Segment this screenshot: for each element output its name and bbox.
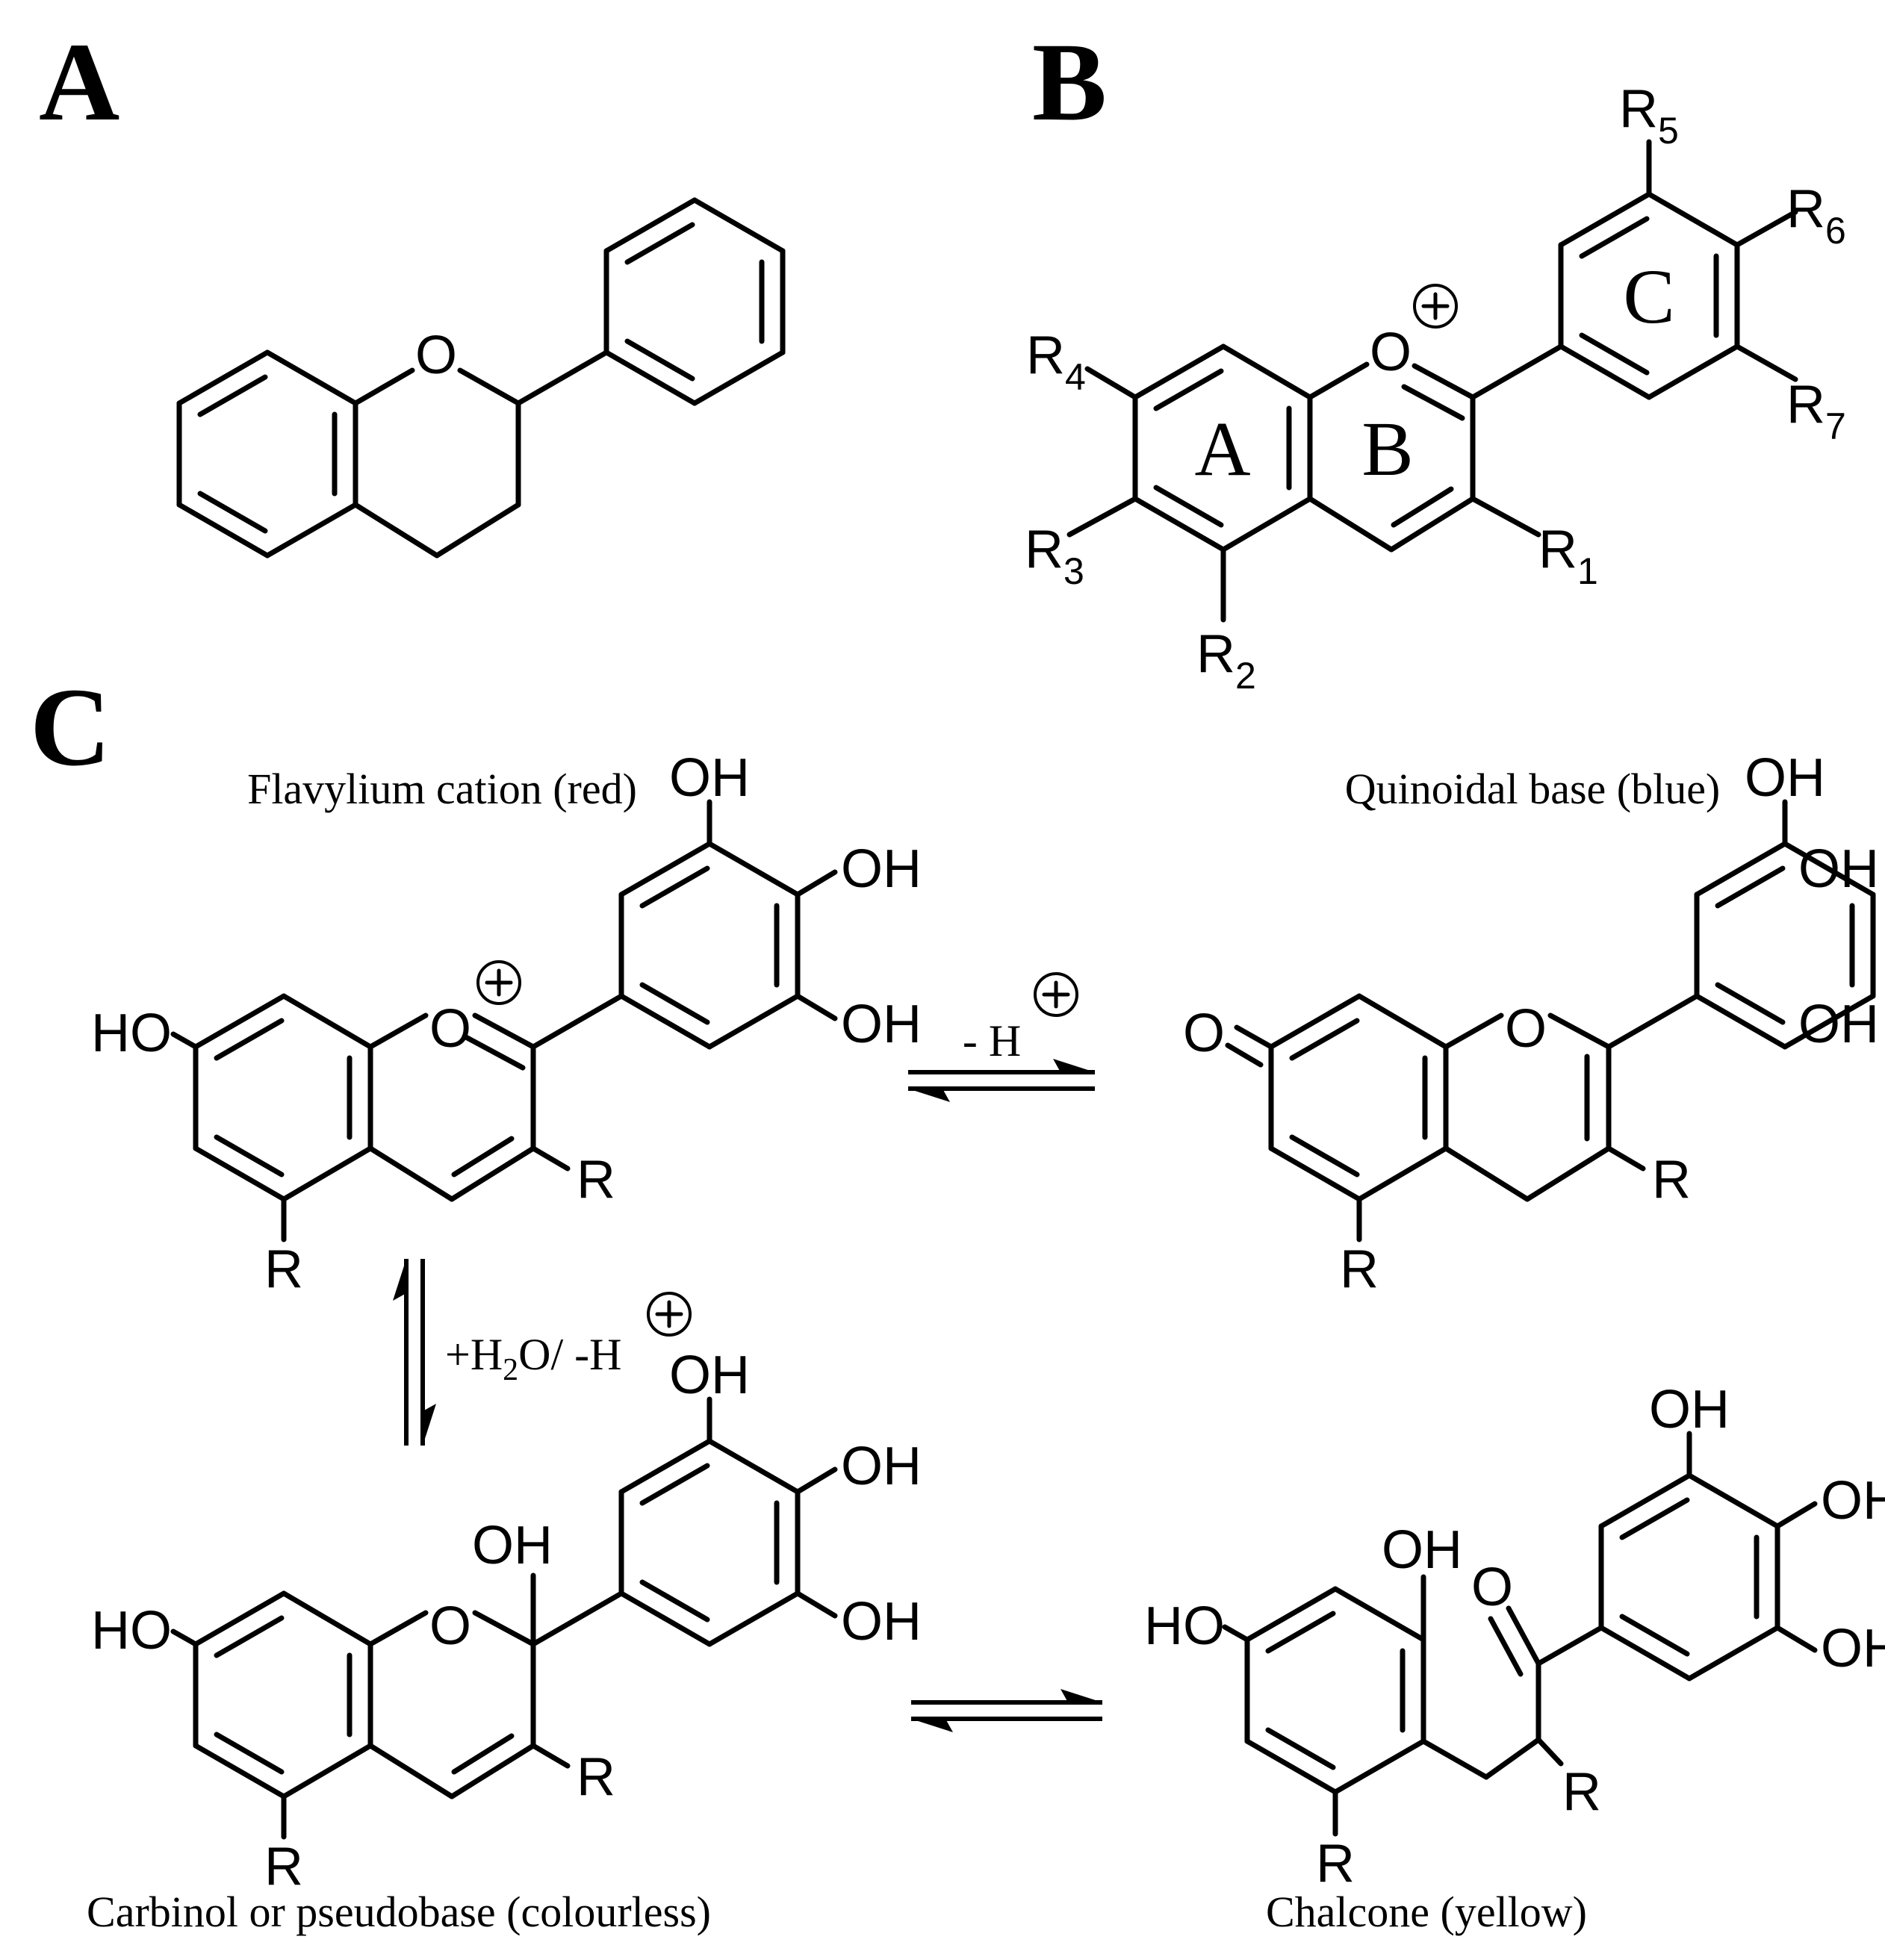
equilibrium-arrow-top: [908, 1059, 1095, 1102]
quinoidal-carbonyl-oxygen: O: [1183, 1004, 1225, 1063]
quinoidal-ring-oxygen: O: [1505, 999, 1547, 1059]
carbinol-oh-mid: OH: [841, 1437, 922, 1496]
caption-carbinol: Carbinol or pseudobase (colourless): [87, 1888, 711, 1936]
flavylium-ho: HO: [91, 1004, 172, 1063]
equilibrium-arrow-bottom: [911, 1689, 1102, 1732]
ring-label-c: C: [1623, 254, 1674, 340]
carbinol-oh-c2: OH: [472, 1516, 553, 1575]
flavylium-oh-top: OH: [669, 748, 750, 808]
carbinol-r5: R: [264, 1837, 303, 1897]
condition-hydration: +H2O/ -H: [445, 1330, 621, 1387]
chalcone-carbonyl-oxygen: O: [1471, 1558, 1513, 1617]
chalcone-ho: HO: [1144, 1596, 1225, 1656]
positive-charge-icon: [476, 960, 521, 1005]
ring-oxygen-b: O: [1370, 323, 1412, 382]
flavylium-ring-oxygen: O: [429, 999, 471, 1059]
quinoidal-r3: R: [1652, 1150, 1691, 1210]
condition-deprotonation: - H: [963, 1016, 1021, 1065]
chalcone-structure: [1222, 1431, 1818, 1837]
flavylium-r3: R: [577, 1150, 615, 1210]
substituent-r3: R3: [1025, 520, 1084, 592]
chalcone-oh-ortho: OH: [1382, 1520, 1462, 1580]
carbinol-ho: HO: [91, 1601, 172, 1661]
flavylium-oh-mid: OH: [841, 839, 922, 899]
equilibrium-arrow-vertical: [393, 1259, 436, 1446]
positive-charge-icon: [1034, 972, 1078, 1017]
carbinol-ring-oxygen: O: [429, 1596, 471, 1656]
carbinol-structure: [170, 1396, 838, 1840]
panel-label-a: A: [39, 20, 119, 144]
anthocyanidin-core: [1066, 139, 1798, 623]
ring-oxygen-a: O: [415, 326, 457, 385]
substituent-r6: R6: [1786, 179, 1846, 252]
carbinol-r3: R: [577, 1747, 615, 1807]
chalcone-oh-top: OH: [1649, 1380, 1730, 1440]
substituent-r2: R2: [1196, 624, 1256, 697]
chalcone-r-ring: R: [1316, 1834, 1355, 1894]
caption-quinoidal: Quinoidal base (blue): [1345, 765, 1721, 813]
substituent-r1: R1: [1538, 520, 1598, 592]
caption-flavylium: Flavylium cation (red): [247, 765, 637, 813]
quinoidal-structure: [1225, 799, 1876, 1242]
quinoidal-oh-top: OH: [1745, 748, 1825, 808]
panel-label-b: B: [1032, 20, 1107, 144]
positive-charge-icon: [647, 1292, 692, 1337]
positive-charge-icon: [1413, 284, 1458, 329]
flavylium-oh-bottom: OH: [841, 995, 922, 1054]
flavan-skeleton: [176, 197, 786, 559]
substituent-r5: R5: [1619, 79, 1679, 152]
ring-label-a: A: [1194, 406, 1250, 492]
caption-chalcone: Chalcone (yellow): [1266, 1888, 1587, 1936]
substituent-r7: R7: [1786, 375, 1846, 447]
ring-label-b: B: [1361, 406, 1413, 492]
chalcone-oh-bottom: OH: [1821, 1619, 1885, 1679]
chalcone-oh-mid: OH: [1821, 1471, 1885, 1531]
panel-label-c: C: [30, 665, 111, 789]
carbinol-oh-bottom: OH: [841, 1592, 922, 1652]
quinoidal-oh-bottom: OH: [1798, 995, 1879, 1054]
chalcone-r-chain: R: [1562, 1762, 1601, 1822]
quinoidal-r5: R: [1340, 1239, 1379, 1299]
quinoidal-oh-mid: OH: [1798, 839, 1879, 899]
flavylium-structure: [170, 799, 838, 1242]
substituent-r4: R4: [1026, 326, 1086, 398]
carbinol-oh-top: OH: [669, 1345, 750, 1405]
flavylium-r5: R: [264, 1239, 303, 1299]
